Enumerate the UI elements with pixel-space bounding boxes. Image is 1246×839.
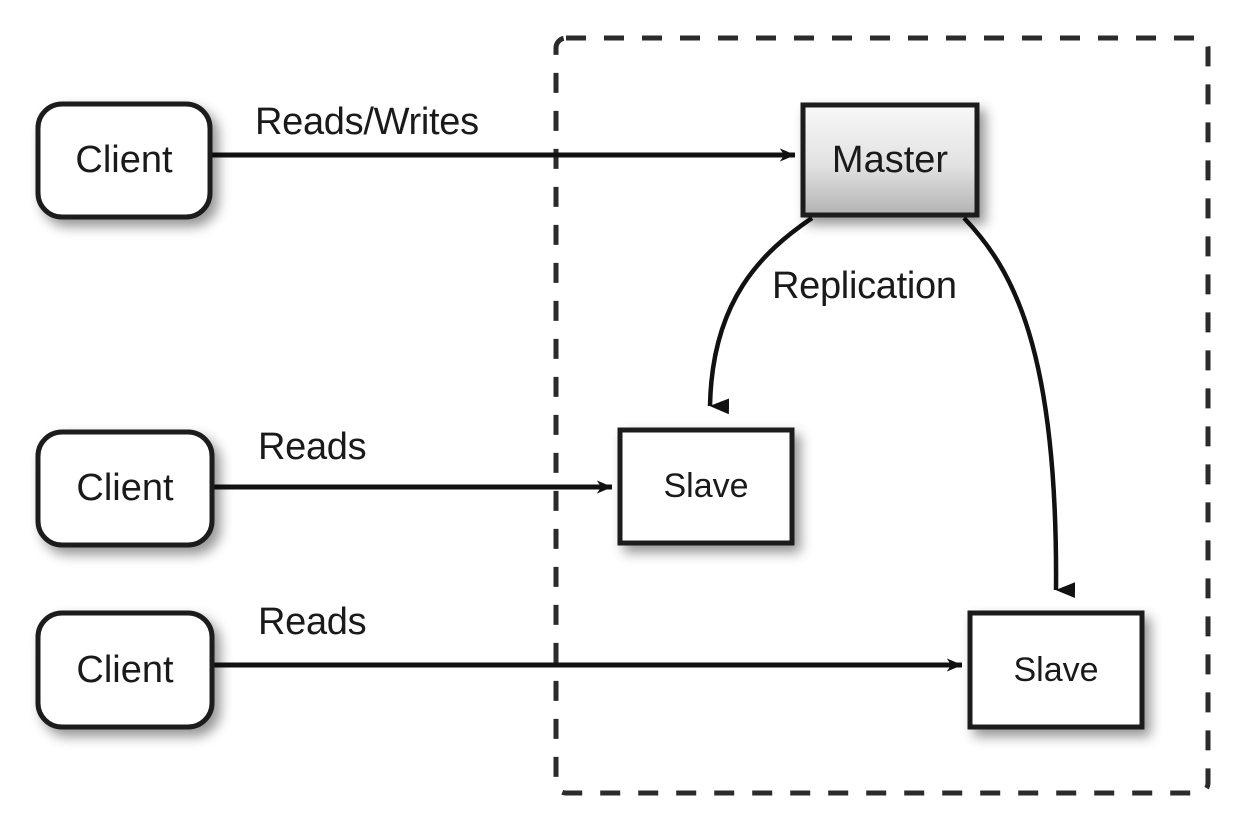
node-client-3[interactable] bbox=[35, 610, 215, 730]
node-client-1[interactable] bbox=[35, 101, 213, 220]
node-master[interactable] bbox=[800, 102, 980, 218]
node-client-2[interactable] bbox=[35, 429, 215, 548]
edge-label-reads-writes: Reads/Writes bbox=[255, 101, 479, 143]
edge-label-reads-slave-2: Reads bbox=[258, 601, 367, 643]
edge-master-slave2-replication bbox=[962, 216, 1076, 599]
edge-label-reads-slave-1: Reads bbox=[258, 426, 367, 468]
node-slave-1[interactable] bbox=[617, 427, 795, 546]
edge-master-slave1-replication bbox=[707, 216, 814, 415]
replication-cluster-boundary bbox=[553, 35, 1211, 796]
node-slave-2[interactable] bbox=[967, 610, 1145, 730]
edge-label-replication: Replication bbox=[772, 265, 957, 307]
